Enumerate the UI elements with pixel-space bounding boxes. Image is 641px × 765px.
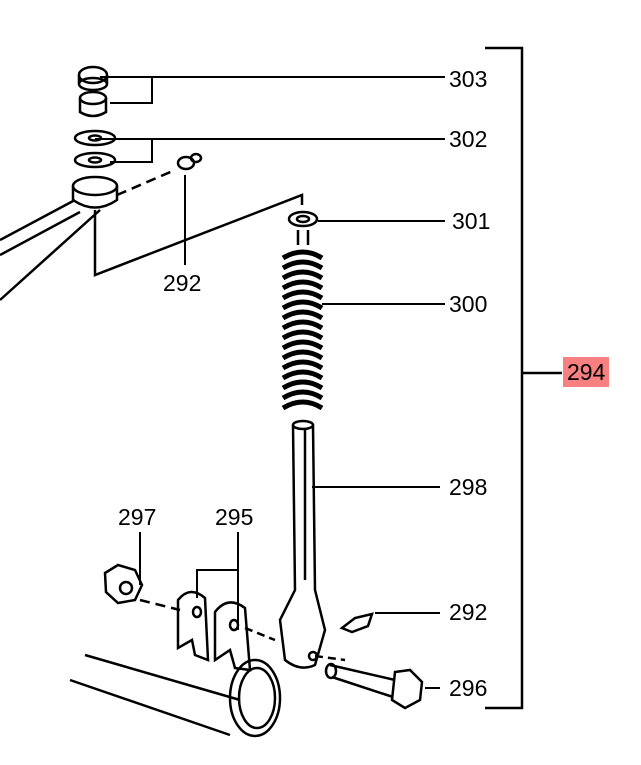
callout-300[interactable]: 300	[449, 291, 488, 317]
callout-294-highlighted[interactable]: 294	[563, 357, 610, 387]
grease-nipple-right-part	[339, 612, 374, 634]
callout-297[interactable]: 297	[118, 504, 157, 530]
bracket-plates-part	[176, 590, 276, 672]
washers-part	[73, 129, 117, 169]
leader-lines	[95, 76, 445, 689]
callout-303[interactable]: 303	[449, 66, 488, 92]
assembly-bracket	[485, 46, 562, 710]
top-nut-part	[77, 65, 109, 118]
callout-296[interactable]: 296	[449, 675, 488, 701]
retainer-part	[287, 210, 319, 245]
callout-292-right[interactable]: 292	[449, 599, 488, 625]
bolt-part	[324, 662, 424, 710]
callout-292-left[interactable]: 292	[163, 270, 202, 296]
callout-298[interactable]: 298	[449, 474, 488, 500]
spring-part	[281, 249, 324, 411]
lower-nut-part	[103, 563, 181, 612]
rod-part	[278, 419, 346, 669]
tube-part	[69, 653, 282, 738]
grease-nipple-top-part	[176, 152, 203, 171]
lever-arm-part	[0, 168, 304, 301]
callout-295[interactable]: 295	[215, 504, 254, 530]
callout-301[interactable]: 301	[452, 208, 491, 234]
callout-302[interactable]: 302	[449, 126, 488, 152]
